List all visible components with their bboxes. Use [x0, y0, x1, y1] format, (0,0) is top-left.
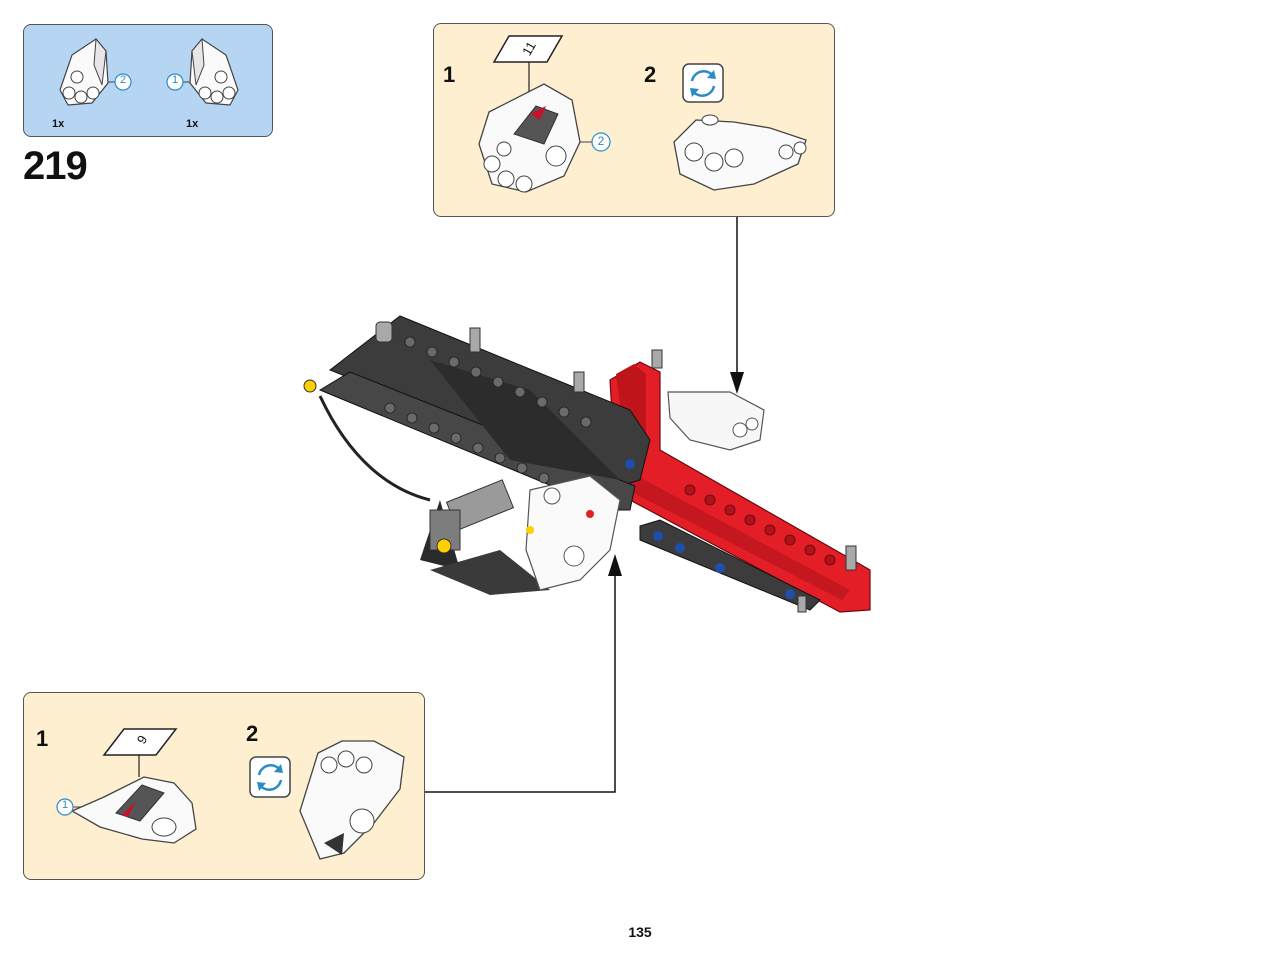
callout-number: 2 [597, 134, 605, 148]
main-model-illustration [303, 315, 871, 613]
callout-circle [591, 132, 611, 152]
page-number: 135 [628, 924, 652, 940]
sub-assembly-callout-top: 1 2 11 2 [433, 23, 835, 217]
sub-step-number: 1 [443, 62, 456, 87]
part-quantity: 1x [186, 118, 199, 130]
parts-list: 2 1 1x 1x [23, 24, 273, 137]
parts-callout-number: 1 [171, 74, 179, 86]
white-panel-installed-bottom [525, 475, 621, 591]
part-quantity: 1x [52, 118, 65, 130]
white-panel-rotated [673, 114, 807, 191]
rotate-model-icon [682, 63, 724, 103]
white-panel-part-right [59, 37, 109, 106]
rotate-model-icon [249, 756, 291, 798]
sub-step-number: 2 [246, 721, 259, 746]
callout-circle [166, 73, 184, 91]
callout-circle [114, 73, 132, 91]
white-panel-with-sticker [478, 83, 581, 193]
red-beam-holes [684, 484, 836, 566]
step-number: 219 [23, 144, 88, 188]
callout-bottom-graphics [56, 728, 405, 860]
callout-circle [56, 798, 74, 816]
lower-dark-beam [598, 459, 821, 611]
sub-step-number: 2 [644, 62, 657, 87]
callout-top-graphics [478, 35, 807, 193]
white-panel-part-left [189, 37, 239, 106]
beam-holes [384, 336, 592, 484]
white-panel-rotated [299, 740, 405, 860]
parts-list-graphics [59, 37, 239, 106]
gray-gear-mechanism [303, 379, 534, 554]
parts-callout-number: 2 [119, 74, 127, 86]
sub-step-number: 1 [36, 726, 49, 751]
white-panel-installed-top [667, 391, 765, 451]
sub-assembly-callout-bottom: 1 2 9 1 [23, 692, 425, 880]
light-gray-pins [375, 321, 857, 613]
callout-number: 1 [61, 799, 69, 811]
dark-gray-beams [318, 315, 651, 595]
white-panel-with-sticker [70, 776, 197, 844]
